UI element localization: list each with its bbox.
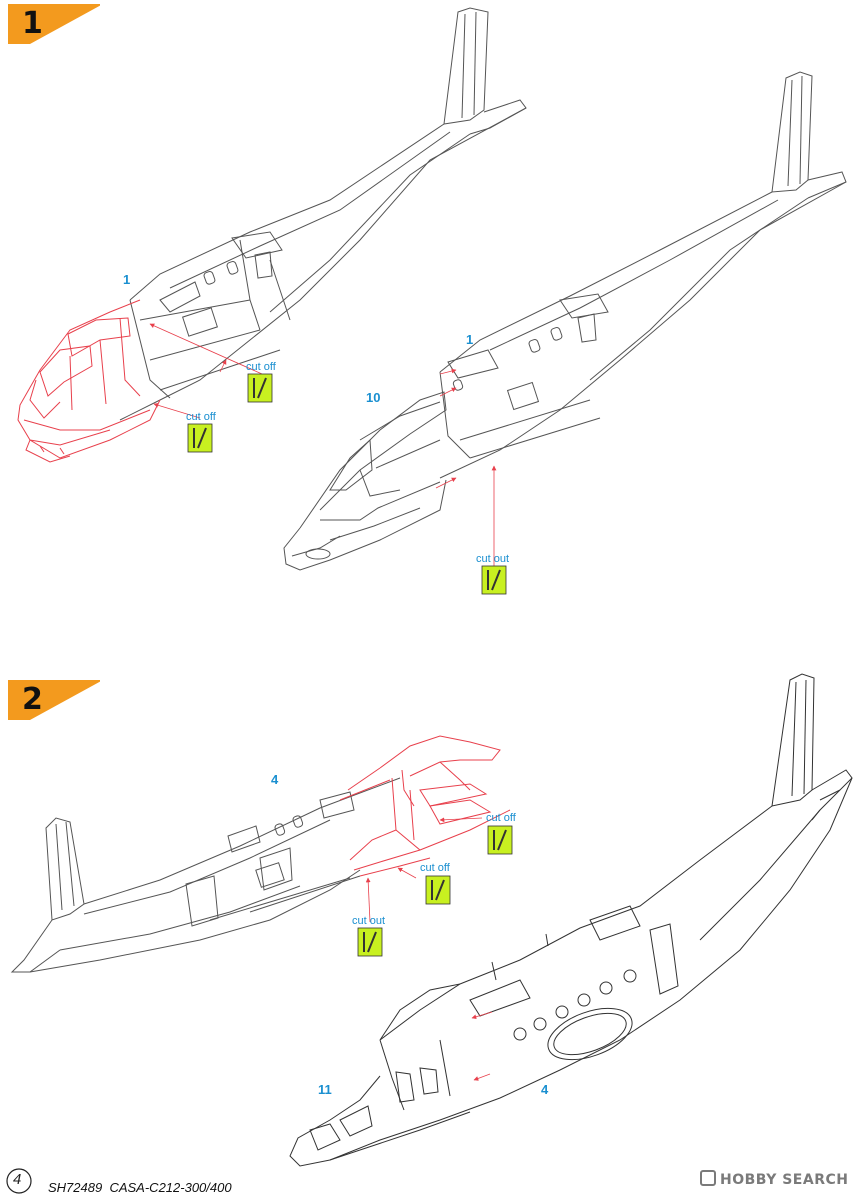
step2-left-arrows [365, 817, 483, 923]
step-2-badge-shape [8, 680, 100, 720]
cut-label-s2-b: cut off [420, 862, 450, 874]
cut-icon-s2-c [357, 927, 383, 957]
footer-caption: SH72489 CASA-C212-300/400 [48, 1180, 232, 1195]
step1-left-arrows [149, 323, 263, 419]
watermark: HOBBY SEARCH [700, 1170, 848, 1188]
cut-icon-s2-a [487, 825, 513, 855]
page-number: 4 [13, 1171, 22, 1188]
part-number-s2-eleven: 11 [318, 1082, 332, 1097]
page-number-circle [6, 1168, 32, 1194]
part-number-s1-ten: 10 [366, 390, 381, 405]
step2-left-fuselage [10, 777, 401, 973]
watermark-text: HOBBY SEARCH [720, 1172, 849, 1188]
step1-right-fuselage [283, 71, 847, 571]
step-1-badge-shape [8, 4, 100, 44]
part-number-s2-four: 4 [541, 1082, 549, 1097]
step1-left-nose-highlight [17, 299, 161, 463]
watermark-logo-icon [700, 1170, 716, 1186]
cut-label-s1-b: cut off [186, 411, 216, 423]
step1-right-arrows [435, 368, 497, 566]
step-1-number: 1 [22, 6, 43, 41]
cut-icon-s1-c [481, 565, 507, 595]
cut-icon-s1-b [187, 423, 213, 453]
cut-icon-s2-b [425, 875, 451, 905]
step2-left-aft-highlight [339, 735, 511, 877]
cut-icon-s1-a [247, 373, 273, 403]
model-name: CASA-C212-300/400 [109, 1180, 232, 1195]
part-number-s1-right: 1 [466, 332, 474, 347]
step2-right-fuselage [289, 673, 853, 1167]
cut-label-s1-a: cut off [246, 361, 276, 373]
step1-left-fuselage [119, 7, 527, 421]
cut-label-s1-c: cut out [476, 553, 510, 565]
part-number-s2-left: 4 [271, 772, 279, 787]
cut-label-s2-a: cut off [486, 812, 516, 824]
cut-label-s2-c: cut out [352, 915, 386, 927]
step2-right-arrows [471, 1011, 493, 1081]
step-2-number: 2 [22, 682, 43, 717]
part-number-s1-left: 1 [123, 272, 131, 287]
kit-code: SH72489 [48, 1180, 103, 1195]
